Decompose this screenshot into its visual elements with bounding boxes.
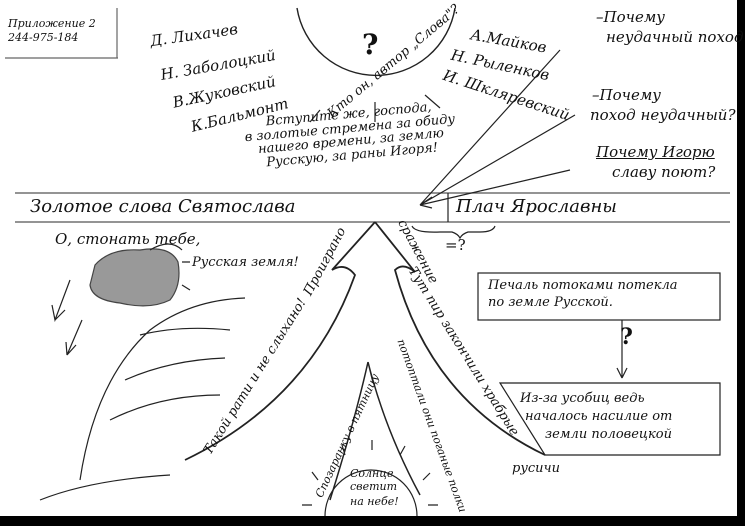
- lament-line: Русская земля!: [192, 255, 299, 270]
- diagram-lines: [5, 7, 730, 516]
- question-2: поход неудачный?: [590, 106, 736, 124]
- question-1: –Почему: [596, 8, 665, 26]
- lament-line: О, стонать тебе,: [55, 230, 201, 248]
- tree: [39, 297, 246, 501]
- appendix-title: Приложение 2: [8, 17, 96, 30]
- cloud-rays: [149, 243, 191, 291]
- appendix-code: 244-975-184: [8, 31, 79, 44]
- question-2: –Почему: [592, 86, 661, 104]
- question-lines: [419, 49, 576, 209]
- sun-circle: [324, 469, 418, 516]
- box2-text: земли половецкой: [545, 427, 672, 442]
- brace: [411, 225, 496, 240]
- box-link-question: ?: [620, 324, 633, 350]
- circle-rays: [309, 94, 441, 123]
- box2-frame: [498, 382, 721, 456]
- box2-text: Из-за усобиц ведь: [520, 391, 645, 406]
- falling-arrows: [51, 279, 83, 356]
- inner-arrow: [329, 361, 421, 501]
- box1-text: по земле Русской.: [488, 295, 613, 310]
- author-circle: [296, 7, 456, 77]
- box1-frame: [477, 272, 721, 321]
- sun-text: на небе!: [350, 495, 399, 508]
- box2-text: началось насилие от: [525, 409, 673, 424]
- center-question-mark: ?: [362, 28, 379, 61]
- arrow-label-rusichi: русичи: [512, 461, 560, 476]
- bar-right-label: Плач Ярославны: [456, 196, 617, 217]
- box1-text: Печаль потоками потекла: [488, 278, 678, 293]
- brace-note: =?: [445, 236, 466, 254]
- bar-left-label: Золотое слова Святослава: [30, 196, 296, 217]
- question-1: неудачный поход.: [606, 28, 745, 46]
- question-3: славу поют?: [612, 163, 716, 181]
- sun-text: светит: [350, 480, 398, 493]
- sun-rays: [302, 440, 438, 506]
- question-3: Почему Игорю: [596, 143, 715, 161]
- box-link-arrow: [616, 320, 628, 379]
- cloud: [89, 248, 180, 307]
- sun-text: Солнце: [350, 467, 394, 480]
- main-arrow: [184, 221, 546, 461]
- appendix-box: [5, 8, 118, 59]
